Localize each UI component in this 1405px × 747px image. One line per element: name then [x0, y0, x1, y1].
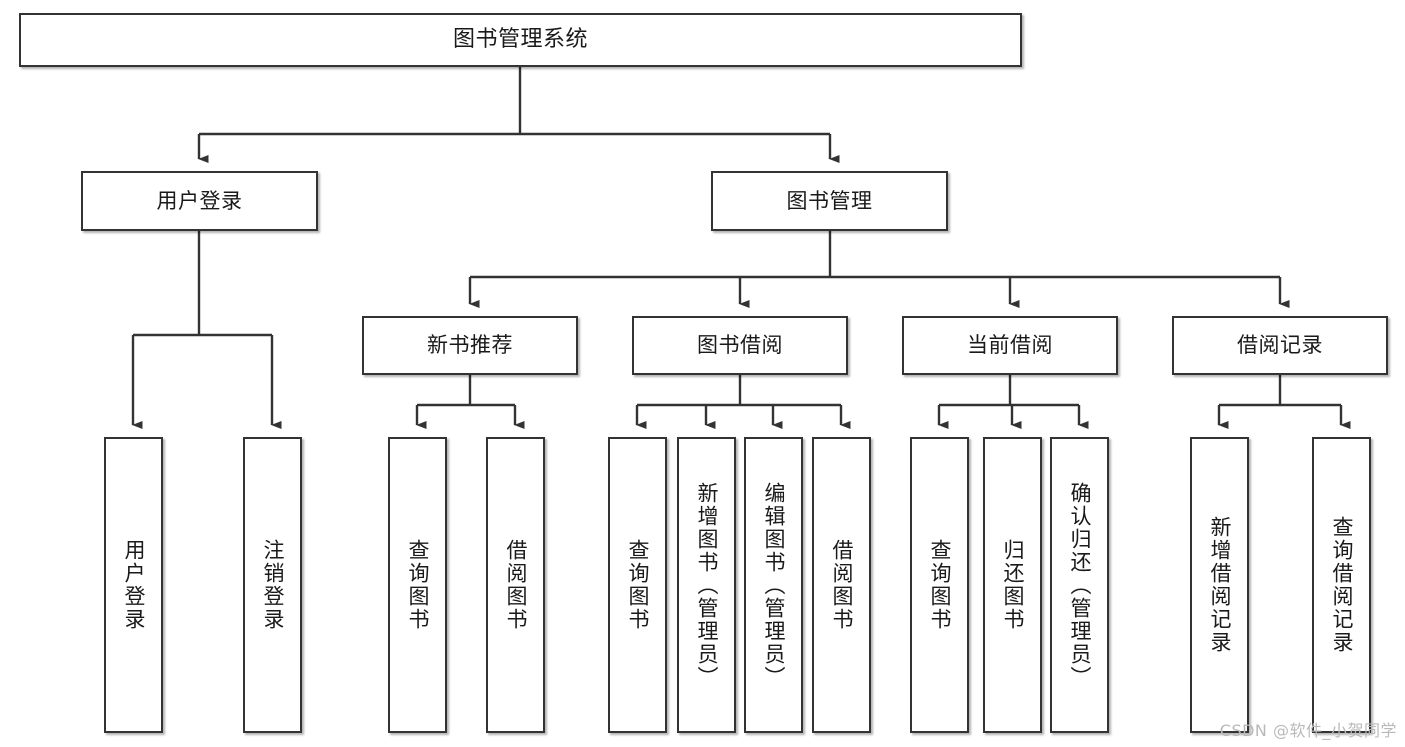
leaf-node-label: 查询借阅记录	[1330, 516, 1354, 654]
node-new-book-rec-label: 新书推荐	[427, 333, 513, 358]
node-book-borrow-label: 图书借阅	[697, 333, 783, 358]
leaf-node[interactable]: 新增图书（管理员）	[677, 437, 736, 733]
leaf-node-label: 编辑图书（管理员）	[762, 481, 786, 689]
connector-group-current-borrow	[937, 375, 1089, 430]
leaf-node[interactable]: 借阅图书	[812, 437, 871, 733]
node-book-manage[interactable]: 图书管理	[711, 171, 948, 231]
leaf-node-label: 新增借阅记录	[1208, 516, 1232, 654]
node-current-borrow-label: 当前借阅	[967, 333, 1053, 358]
leaf-node[interactable]: 查询图书	[910, 437, 969, 733]
node-book-borrow[interactable]: 图书借阅	[632, 316, 848, 375]
leaf-node-label: 借阅图书	[504, 539, 528, 631]
connector-group-borrow-record	[1217, 375, 1351, 430]
connector-group-user-login	[131, 231, 282, 430]
node-borrow-record[interactable]: 借阅记录	[1172, 316, 1388, 375]
leaf-node[interactable]: 编辑图书（管理员）	[744, 437, 803, 733]
node-new-book-rec[interactable]: 新书推荐	[362, 316, 578, 375]
leaf-node-label: 注销登录	[261, 539, 285, 631]
leaf-node[interactable]: 查询借阅记录	[1312, 437, 1371, 733]
connector-group-root	[197, 67, 840, 164]
leaf-node[interactable]: 借阅图书	[486, 437, 545, 733]
node-current-borrow[interactable]: 当前借阅	[902, 316, 1118, 375]
leaf-node-label: 用户登录	[122, 539, 146, 631]
leaf-node-label: 查询图书	[928, 539, 952, 631]
node-user-login-label: 用户登录	[156, 188, 243, 213]
leaf-node[interactable]: 查询图书	[388, 437, 447, 733]
connector-group-new-book-rec	[415, 375, 525, 430]
leaf-node[interactable]: 确认归还（管理员）	[1050, 437, 1109, 733]
leaf-node-label: 查询图书	[626, 539, 650, 631]
connector-group-book-manage	[468, 231, 1290, 309]
connector-group-book-borrow	[635, 375, 851, 430]
leaf-node-label: 归还图书	[1001, 539, 1025, 631]
leaf-node-label: 新增图书（管理员）	[695, 481, 719, 689]
leaf-node[interactable]: 查询图书	[608, 437, 667, 733]
leaf-node[interactable]: 注销登录	[243, 437, 302, 733]
leaf-node-label: 查询图书	[406, 539, 430, 631]
leaf-node-label: 确认归还（管理员）	[1068, 481, 1092, 689]
node-root-label: 图书管理系统	[452, 27, 588, 53]
node-book-manage-label: 图书管理	[786, 188, 873, 213]
node-borrow-record-label: 借阅记录	[1237, 333, 1323, 358]
leaf-node[interactable]: 新增借阅记录	[1190, 437, 1249, 733]
leaf-node-label: 借阅图书	[830, 539, 854, 631]
node-user-login[interactable]: 用户登录	[81, 171, 318, 231]
node-root[interactable]: 图书管理系统	[19, 13, 1022, 67]
leaf-node[interactable]: 用户登录	[104, 437, 163, 733]
leaf-node[interactable]: 归还图书	[983, 437, 1042, 733]
